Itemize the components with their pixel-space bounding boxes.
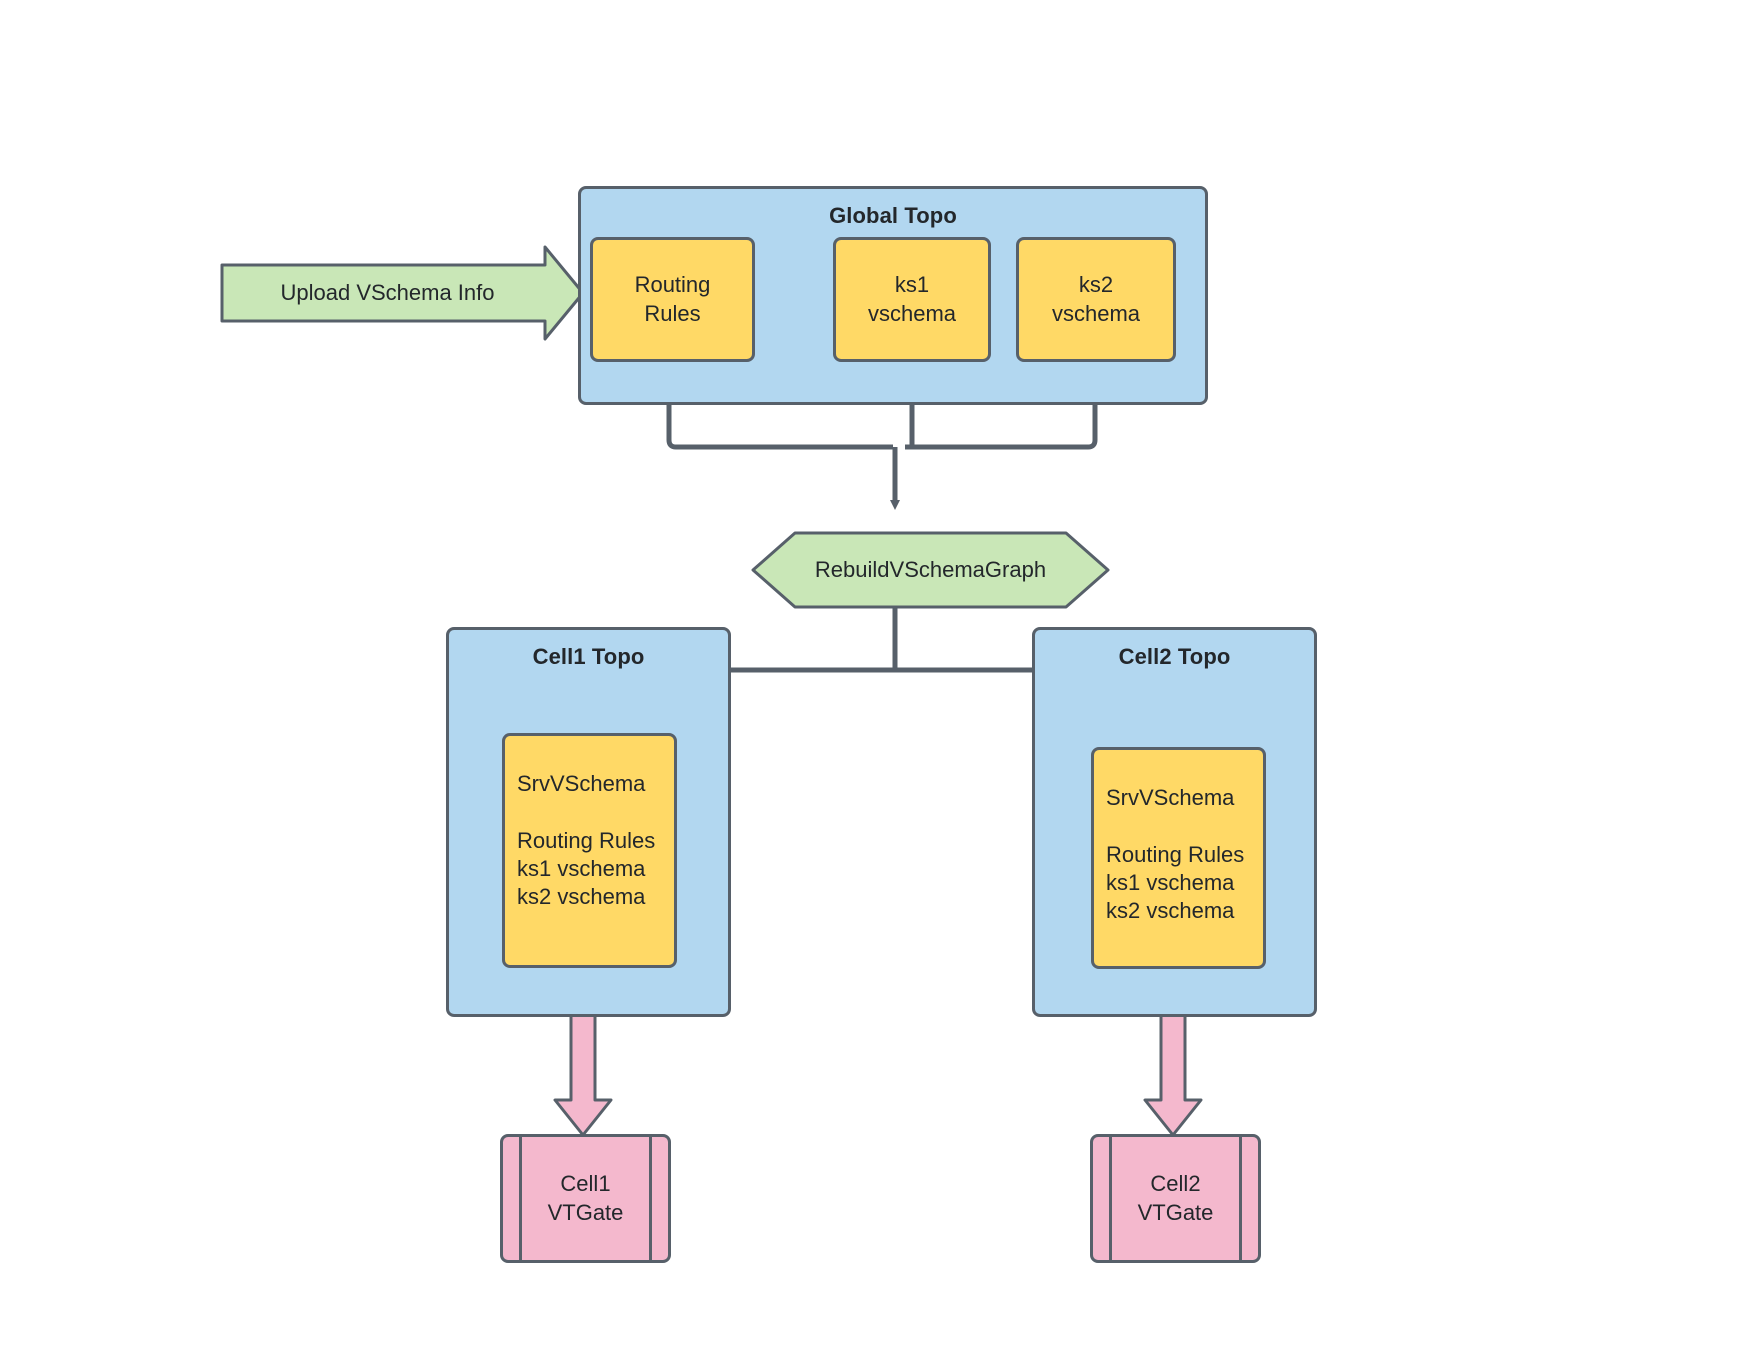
cell2-topo-title: Cell2 Topo <box>1118 644 1231 669</box>
rebuild-vschema-graph-action[interactable]: RebuildVSchemaGraph <box>753 533 1108 607</box>
routing-rules-line-2: Rules <box>644 300 701 326</box>
rebuild-vschema-graph-label: RebuildVSchemaGraph <box>814 557 1047 582</box>
ks2-vschema-line-1: ks2 <box>1078 272 1114 298</box>
cell2-vtgate-right-bar <box>1239 1134 1242 1263</box>
ks1-vschema-line-2: vschema <box>867 300 957 326</box>
cell1-srv-vschema-title: SrvVSchema <box>517 771 646 796</box>
cell1-vtgate-left-bar <box>519 1134 522 1263</box>
cell1-srv-item-ks1: ks1 vschema <box>517 856 646 882</box>
cell2-srv-item-ks1: ks1 vschema <box>1106 870 1235 896</box>
ks2-vschema-line-2: vschema <box>1051 300 1141 326</box>
cell1-vtgate-right-bar <box>649 1134 652 1263</box>
cell1-topo-title: Cell1 Topo <box>532 644 645 669</box>
upload-vschema-callout[interactable]: Upload VSchema Info <box>222 265 583 321</box>
upload-vschema-callout-label: Upload VSchema Info <box>280 280 495 305</box>
cell1-vtgate-node[interactable]: Cell1 VTGate <box>500 1134 671 1263</box>
cell2-srv-item-ks2: ks2 vschema <box>1106 898 1235 924</box>
cell1-srv-item-ks2: ks2 vschema <box>517 884 646 910</box>
cell2-vtgate-left-bar <box>1109 1134 1112 1263</box>
cell2-vtgate-line-2: VTGate <box>1137 1199 1214 1225</box>
cell1-srv-vschema-node[interactable]: SrvVSchema Routing Rules ks1 vschema ks2… <box>502 733 677 968</box>
cell2-srv-item-routing-rules: Routing Rules <box>1106 842 1245 868</box>
global-node-ks2-vschema[interactable]: ks2 vschema <box>1016 237 1176 362</box>
cell1-vtgate-line-1: Cell1 <box>560 1170 611 1196</box>
global-node-routing-rules[interactable]: Routing Rules <box>590 237 755 362</box>
cell2-vtgate-line-1: Cell2 <box>1150 1170 1201 1196</box>
ks1-vschema-line-1: ks1 <box>894 272 930 298</box>
cell2-srv-vschema-node[interactable]: SrvVSchema Routing Rules ks1 vschema ks2… <box>1091 747 1266 969</box>
cell1-srv-item-routing-rules: Routing Rules <box>517 828 656 854</box>
cell1-vtgate-line-2: VTGate <box>547 1199 624 1225</box>
global-node-ks1-vschema[interactable]: ks1 vschema <box>833 237 991 362</box>
cell2-srv-vschema-title: SrvVSchema <box>1106 785 1235 810</box>
cell2-vtgate-node[interactable]: Cell2 VTGate <box>1090 1134 1261 1263</box>
routing-rules-line-1: Routing <box>634 272 711 298</box>
global-topo-title: Global Topo <box>829 203 957 228</box>
